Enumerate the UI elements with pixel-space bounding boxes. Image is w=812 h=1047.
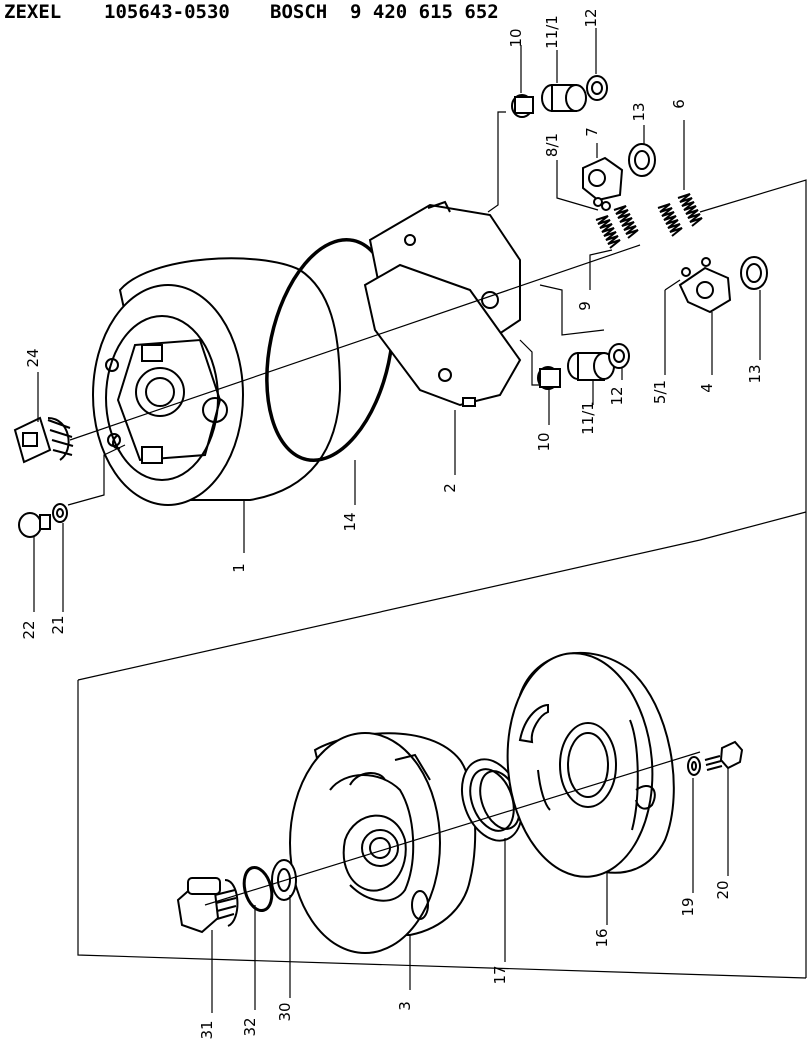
- part-2-flyweight-carrier: [363, 200, 522, 407]
- maker-name: ZEXEL: [4, 1, 62, 23]
- part-12-bottom-washer: [608, 343, 630, 369]
- callout-24: 24: [24, 348, 42, 367]
- callout-16: 16: [593, 928, 611, 947]
- callout-20: 20: [714, 880, 732, 899]
- part-12-top-washer: [586, 75, 608, 101]
- upper-axis-line: [69, 244, 641, 441]
- callout-8-1: 8/1: [543, 133, 561, 157]
- callout-11-1-top: 11/1: [543, 15, 561, 49]
- bottom-guide-line: [519, 339, 540, 386]
- drawing-header: ZEXEL 105643-0530 BOSCH 9 420 615 652: [0, 0, 812, 26]
- callout-11-1-bottom: 11/1: [579, 401, 597, 435]
- part-13-top-cap: [628, 143, 656, 177]
- callout-32: 32: [241, 1017, 259, 1036]
- part-21-washer: [52, 503, 68, 523]
- part-11-1-top-bushing: [541, 84, 587, 112]
- part-20-screw: [704, 740, 744, 771]
- callout-22: 22: [20, 620, 38, 639]
- part-13-right-cap: [740, 256, 768, 290]
- callout-4: 4: [698, 383, 716, 393]
- lower-leader-lines: [211, 768, 729, 1013]
- part-6-springs: [657, 193, 703, 237]
- part-16-cover-plate: [506, 651, 675, 878]
- oem-part-number: 9 420 615 652: [350, 1, 499, 23]
- callout-7: 7: [583, 127, 601, 137]
- part-5-1-leader: [664, 279, 681, 291]
- part-8-1-leader: [556, 160, 599, 211]
- callout-6: 6: [670, 99, 688, 109]
- part-10-top-pin: [511, 94, 534, 118]
- callout-numbers: 1 2 14 24 22 21 10 11/1 12 13 7 8/1 6 9 …: [20, 8, 764, 1039]
- callout-3: 3: [396, 1001, 414, 1011]
- callout-17: 17: [491, 965, 509, 984]
- part-22-guide-line: [67, 444, 126, 506]
- callout-5-1: 5/1: [651, 380, 669, 404]
- callout-13-top: 13: [630, 102, 648, 121]
- part-7-flyweight: [582, 156, 624, 211]
- callout-19: 19: [679, 897, 697, 916]
- lower-axis-line: [204, 751, 701, 906]
- callout-13-right: 13: [746, 364, 764, 383]
- callout-12-top: 12: [582, 8, 600, 27]
- callout-10-top: 10: [507, 28, 525, 47]
- callout-21: 21: [49, 615, 67, 634]
- upper-frame-lines: [77, 179, 807, 979]
- upper-leader-lines: [33, 28, 645, 612]
- part-9-springs: [595, 205, 639, 249]
- part-4-flyweight: [678, 257, 732, 314]
- part-19-washer: [687, 756, 701, 776]
- callout-31: 31: [198, 1020, 216, 1039]
- part-22-screw: [18, 512, 51, 538]
- top-guide-line: [487, 111, 506, 213]
- callout-1: 1: [230, 563, 248, 573]
- maker-part-number: 105643-0530: [104, 1, 230, 23]
- part-11-1-bottom-bushing: [567, 352, 615, 381]
- callout-14: 14: [341, 512, 359, 531]
- part-1-housing: [92, 257, 342, 506]
- part-3-governor-cup: [289, 732, 477, 954]
- callout-12-bottom: 12: [608, 386, 626, 405]
- callout-9: 9: [576, 301, 594, 311]
- callout-10-bottom: 10: [535, 432, 553, 451]
- oem-name: BOSCH: [270, 1, 328, 23]
- part-10-bottom-pin: [537, 366, 561, 390]
- callout-30: 30: [276, 1002, 294, 1021]
- callout-2: 2: [441, 483, 459, 493]
- part-24-plug-screw: [13, 416, 74, 464]
- part-14-o-ring: [265, 237, 395, 463]
- part-31-plug: [176, 877, 239, 934]
- part-9-leader: [589, 249, 613, 290]
